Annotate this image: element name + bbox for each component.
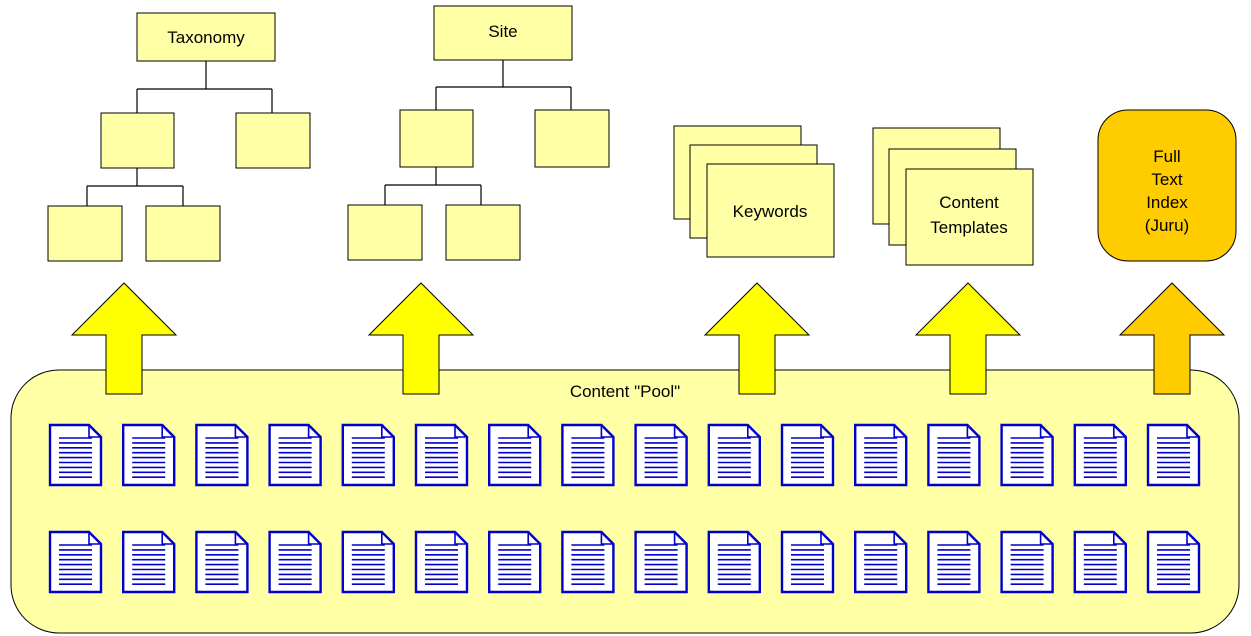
site-child-box [399,109,474,168]
full-text-index-box [1097,109,1237,262]
document-icon [854,530,908,594]
taxonomy-label: Taxonomy [167,28,245,47]
document-icon [1073,423,1127,487]
document-icon [561,530,615,594]
document-icon [927,530,981,594]
document-icon [195,423,249,487]
document-icon [1000,423,1054,487]
document-icon [48,530,103,594]
templates-up-arrow-icon [914,282,1022,395]
full-text-index-line: Text [1151,170,1182,189]
document-icon [780,530,835,594]
taxonomy-up-arrow-icon [70,282,178,395]
document-icon [122,530,176,594]
document-icon [1146,530,1201,594]
keywords-label: Keywords [733,202,808,221]
keywords-stack: Keywords [673,125,835,258]
full-text-index: Full Text Index (Juru) [1097,109,1237,262]
document-icon [634,530,688,594]
taxonomy-grandchild-box [47,205,123,262]
document-icon [561,423,615,487]
document-icon [488,423,542,487]
document-icon [707,423,761,487]
full-text-index-line: Index [1146,193,1188,212]
document-icon [122,423,176,487]
taxonomy-root-box [136,12,276,62]
document-icon [268,423,322,487]
document-icon [1146,423,1201,487]
full-text-index-line: Full [1153,147,1180,166]
templates-card-front [905,168,1034,266]
content-pool-label: Content "Pool" [570,382,680,401]
taxonomy-child-box [235,112,311,169]
document-icon [341,423,395,487]
site-child-box [534,109,610,168]
content-templates-stack: Content Templates [872,127,1034,266]
document-icon [48,423,103,487]
site-root-box [433,5,573,61]
keywords-card-front [706,163,835,258]
templates-label-line2: Templates [930,218,1007,237]
document-icon [927,423,981,487]
document-icon [707,530,761,594]
site-grandchild-box [347,204,423,261]
arrows [70,282,1226,395]
document-icon [780,423,835,487]
document-icon [1000,530,1054,594]
taxonomy-child-box [100,112,175,169]
site-up-arrow-icon [367,282,475,395]
document-icon [1073,530,1127,594]
document-icon [414,530,469,594]
site-grandchild-box [445,204,521,261]
document-grid [48,423,1201,594]
document-icon [634,423,688,487]
full-text-index-line: (Juru) [1145,216,1189,235]
templates-label-line1: Content [939,193,999,212]
document-icon [414,423,469,487]
site-tree: Site [347,5,610,261]
document-icon [488,530,542,594]
document-icon [341,530,395,594]
fulltext-up-arrow-icon [1118,282,1226,395]
site-label: Site [488,22,517,41]
content-pool-container [10,369,1240,634]
taxonomy-grandchild-box [145,205,221,262]
document-icon [195,530,249,594]
document-icon [268,530,322,594]
document-icon [854,423,908,487]
taxonomy-tree: Taxonomy [47,12,311,262]
keywords-up-arrow-icon [703,282,811,395]
